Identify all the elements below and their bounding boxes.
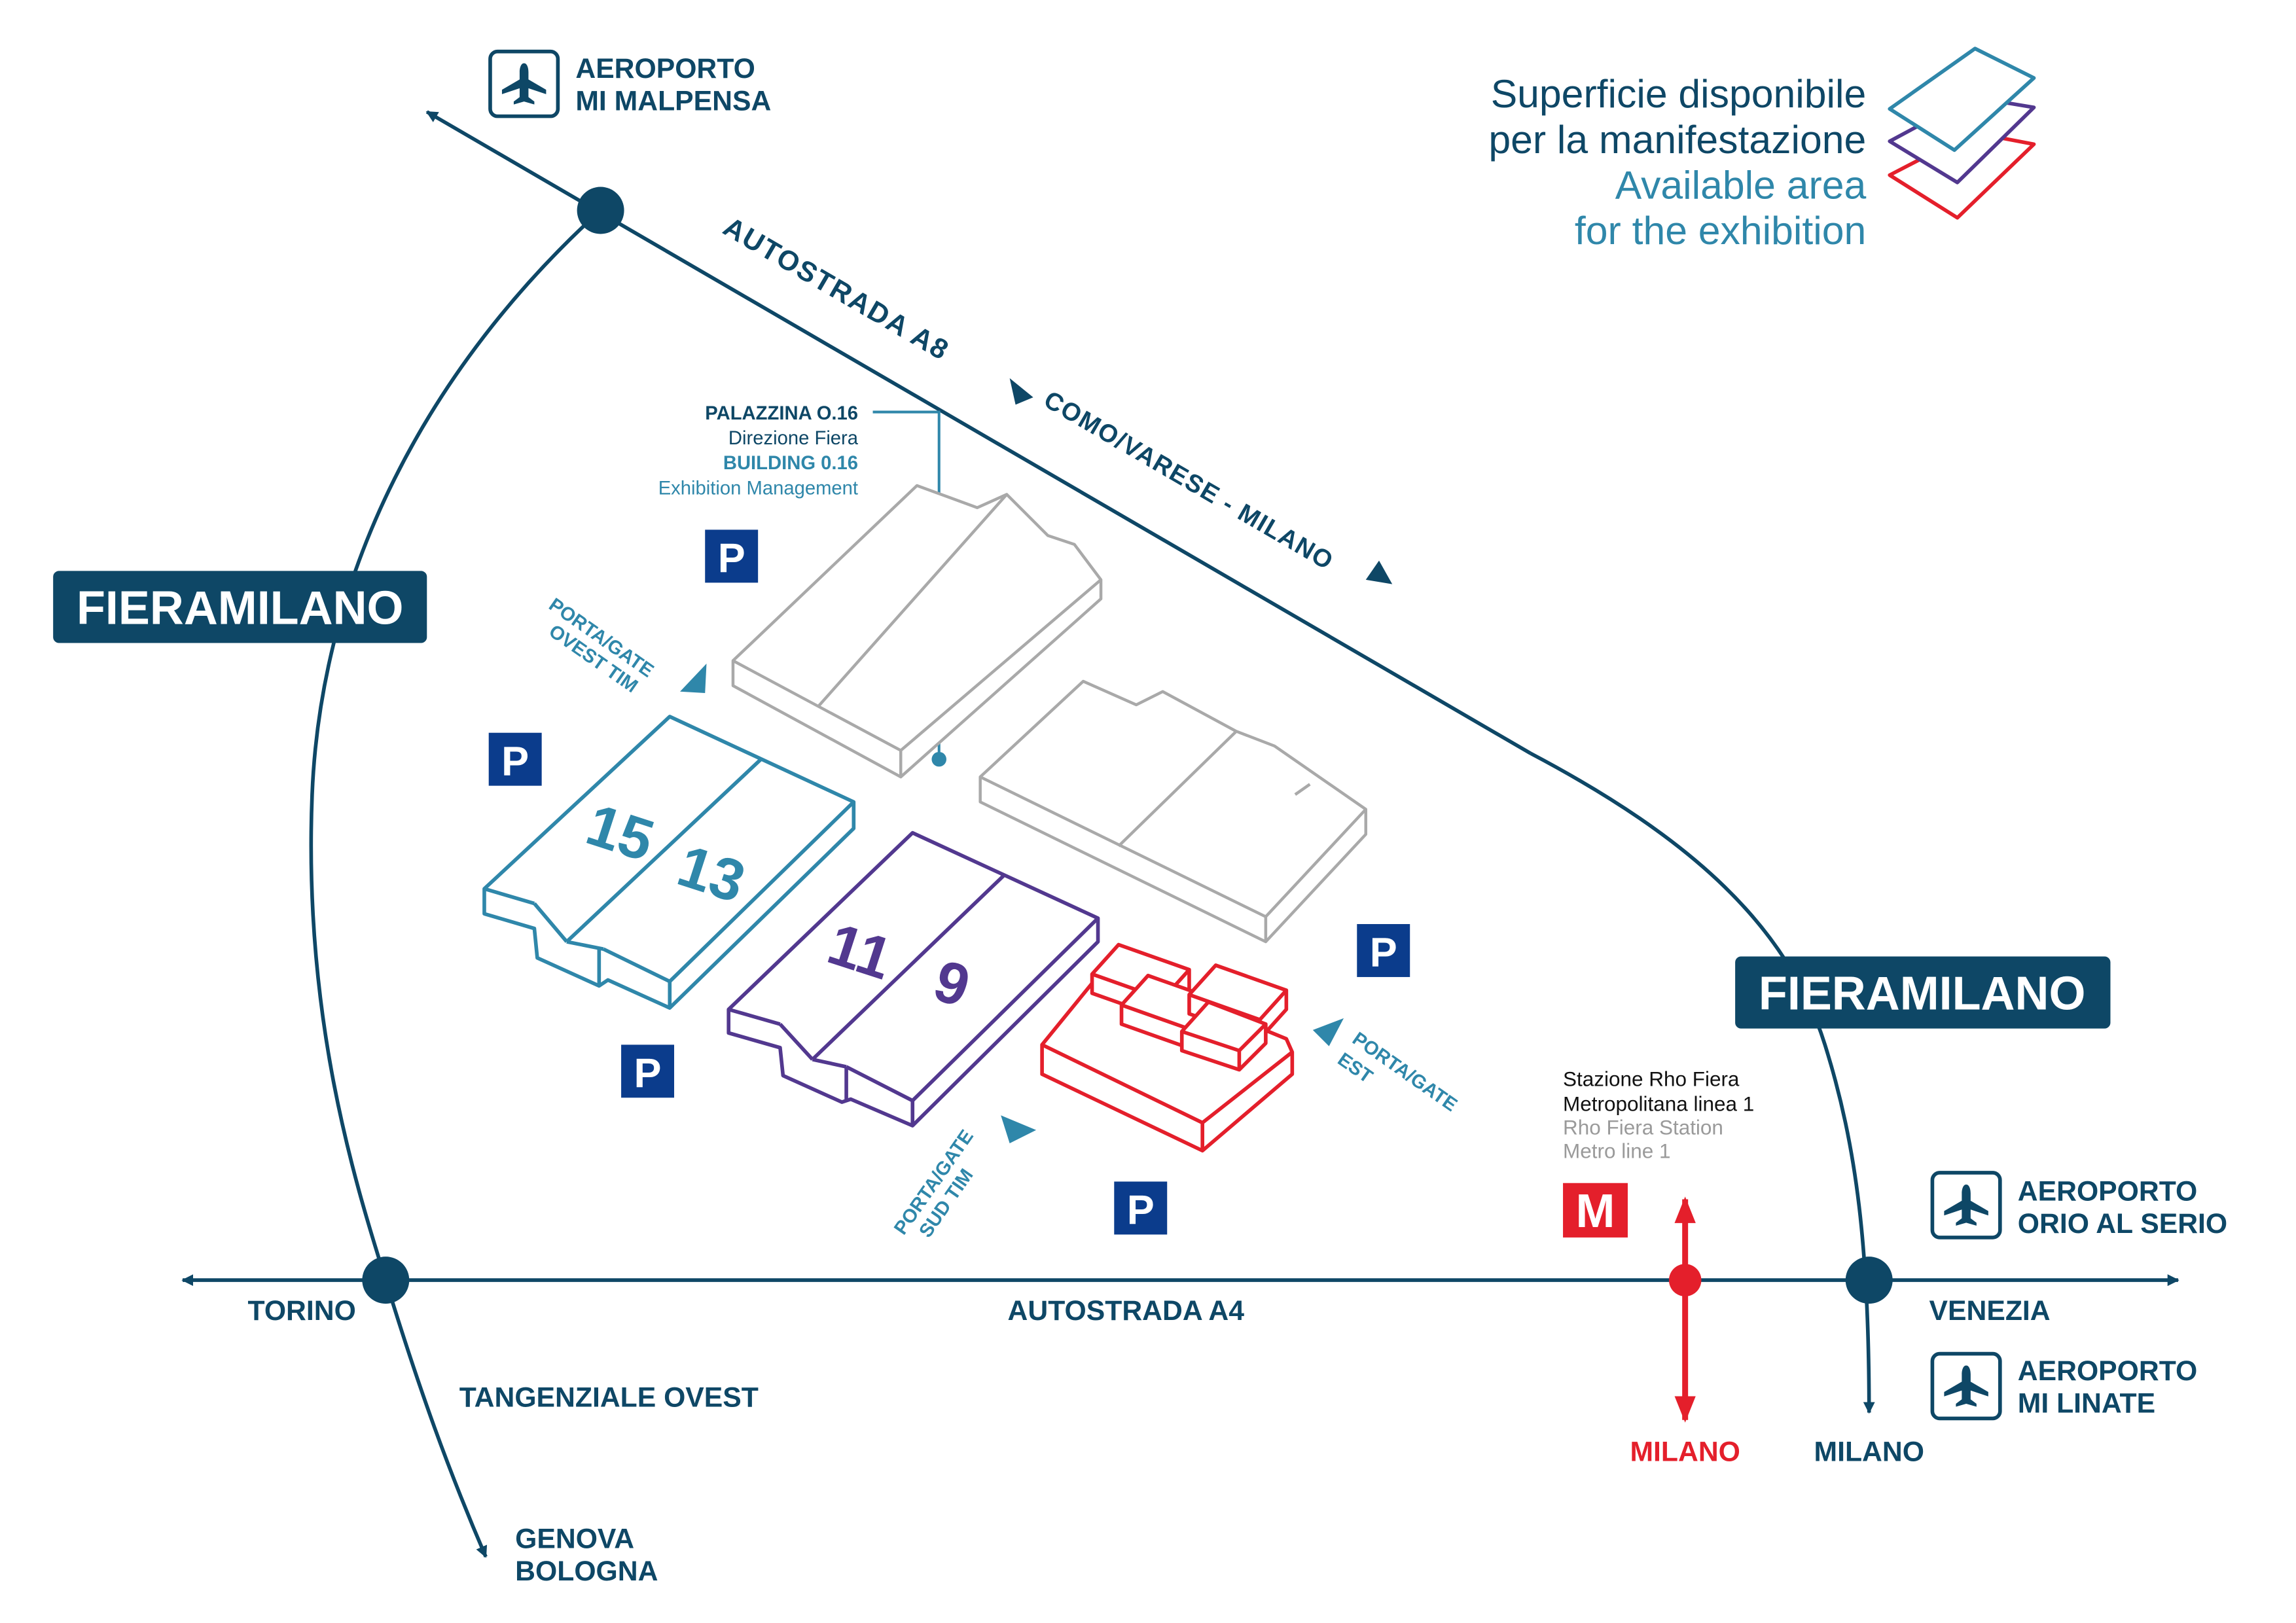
road-label-a4: AUTOSTRADA A4 xyxy=(1008,1295,1245,1327)
airport-orio-line1: AEROPORTO xyxy=(2018,1176,2197,1207)
destination-venezia: VENEZIA xyxy=(1929,1295,2051,1327)
airport-linate-line2: MI LINATE xyxy=(2018,1387,2155,1419)
parking-badge-bg xyxy=(488,732,542,786)
legend-it-line2: per la manifestazione xyxy=(1488,117,1866,162)
parking-badge: P xyxy=(705,529,759,583)
airport-orio-line2: ORIO AL SERIO xyxy=(2018,1208,2227,1240)
direction-triangle-left-icon xyxy=(1009,378,1033,405)
direction-triangle-right-icon xyxy=(1365,560,1393,584)
pavilion-15-13 xyxy=(482,715,856,1010)
gate-ovest-arrow-icon xyxy=(680,664,707,694)
destination-genova: GENOVA xyxy=(515,1523,634,1554)
building-en-name: BUILDING 0.16 xyxy=(723,453,858,474)
fieramilano-label-right: FIERAMILANO xyxy=(1759,967,2086,1020)
airport-malpensa: AEROPORTO MI MALPENSA xyxy=(488,49,771,118)
station-en-line1: Rho Fiera Station xyxy=(1563,1116,1723,1139)
fieramilano-badge-left-bg xyxy=(53,571,427,643)
fieramilano-badge-left: FIERAMILANO xyxy=(53,571,427,643)
pavilion-red-centre xyxy=(1040,942,1295,1153)
legend-it-line1: Superficie disponibile xyxy=(1491,71,1867,116)
gate-ovest: PORTA/GATE OVEST TIM xyxy=(545,594,707,697)
metro-node xyxy=(1668,1264,1702,1296)
junction-node-venezia xyxy=(1845,1257,1893,1304)
legend-en-line1: Available area xyxy=(1615,163,1867,207)
building-it-desc: Direzione Fiera xyxy=(728,428,859,449)
junction-node-torino xyxy=(362,1257,410,1304)
parking-icon: P xyxy=(1127,1188,1155,1234)
legend-en-line2: for the exhibition xyxy=(1575,208,1866,253)
parking-badge-bg xyxy=(621,1044,675,1098)
svg-text:COMO/VARESE - MILANO: COMO/VARESE - MILANO xyxy=(1039,385,1339,576)
building-en-desc: Exhibition Management xyxy=(658,478,858,499)
airport-linate: AEROPORTO MI LINATE xyxy=(1930,1351,2197,1421)
parking-badge: P xyxy=(1114,1181,1168,1235)
gate-est-arrow-icon xyxy=(1312,1018,1344,1046)
destination-bologna: BOLOGNA xyxy=(515,1556,658,1587)
metro-badge-bg xyxy=(1563,1183,1628,1238)
gate-sud-arrow-icon xyxy=(1001,1115,1037,1144)
building-callout-dot xyxy=(931,751,946,767)
pavilion-11-9 xyxy=(726,830,1100,1128)
station-en-line2: Metro line 1 xyxy=(1563,1140,1670,1163)
parking-icon: P xyxy=(501,739,529,785)
station-it-line2: Metropolitana linea 1 xyxy=(1563,1093,1754,1116)
building-016-callout: PALAZZINA O.16 Direzione Fiera BUILDING … xyxy=(658,403,946,767)
destination-milano-metro: MILANO xyxy=(1630,1436,1740,1468)
building-it-name: PALAZZINA O.16 xyxy=(705,403,858,424)
road-network xyxy=(181,110,2179,1558)
legend: Superficie disponibile per la manifestaz… xyxy=(1488,46,2036,253)
metro-icon: M xyxy=(1576,1185,1615,1238)
road-label-tangenziale: TANGENZIALE OVEST xyxy=(459,1382,759,1413)
gate-sud: PORTA/GATE SUD TIM xyxy=(890,1115,1037,1241)
airport-linate-line1: AEROPORTO xyxy=(2018,1355,2197,1387)
parking-badge-bg xyxy=(705,529,759,583)
parking-icon: P xyxy=(1370,930,1397,976)
destination-milano-road: MILANO xyxy=(1814,1436,1924,1468)
fieramilano-label-left: FIERAMILANO xyxy=(77,582,404,634)
parking-badge: P xyxy=(488,732,542,786)
parking-badge-bg xyxy=(1357,924,1410,977)
metro-station: Stazione Rho Fiera Metropolitana linea 1… xyxy=(1563,1067,1754,1238)
gate-est: PORTA/GATE EST xyxy=(1312,1018,1461,1116)
pavilion-gray-north xyxy=(731,484,1103,779)
parking-badge: P xyxy=(621,1044,675,1098)
destination-torino: TORINO xyxy=(248,1295,356,1327)
pavilion-gray-east xyxy=(978,679,1368,944)
airport-orio: AEROPORTO ORIO AL SERIO xyxy=(1930,1171,2227,1240)
junction-node-a8 xyxy=(577,187,624,234)
road-label-a8: AUTOSTRADA A8 xyxy=(718,211,955,366)
airport-malpensa-line1: AEROPORTO xyxy=(575,53,755,84)
station-it-line1: Stazione Rho Fiera xyxy=(1563,1067,1740,1090)
fieramilano-badge-right-bg xyxy=(1735,956,2111,1029)
parking-badge: P xyxy=(1357,924,1410,977)
parking-icon: P xyxy=(634,1051,662,1097)
tangenziale-ovest-road xyxy=(309,209,602,1558)
fieramilano-badge-right: FIERAMILANO xyxy=(1735,956,2111,1029)
parking-icon: P xyxy=(718,536,745,582)
parking-badge-bg xyxy=(1114,1181,1168,1235)
legend-layer-teal xyxy=(1888,46,2036,152)
airport-malpensa-line2: MI MALPENSA xyxy=(575,86,771,117)
